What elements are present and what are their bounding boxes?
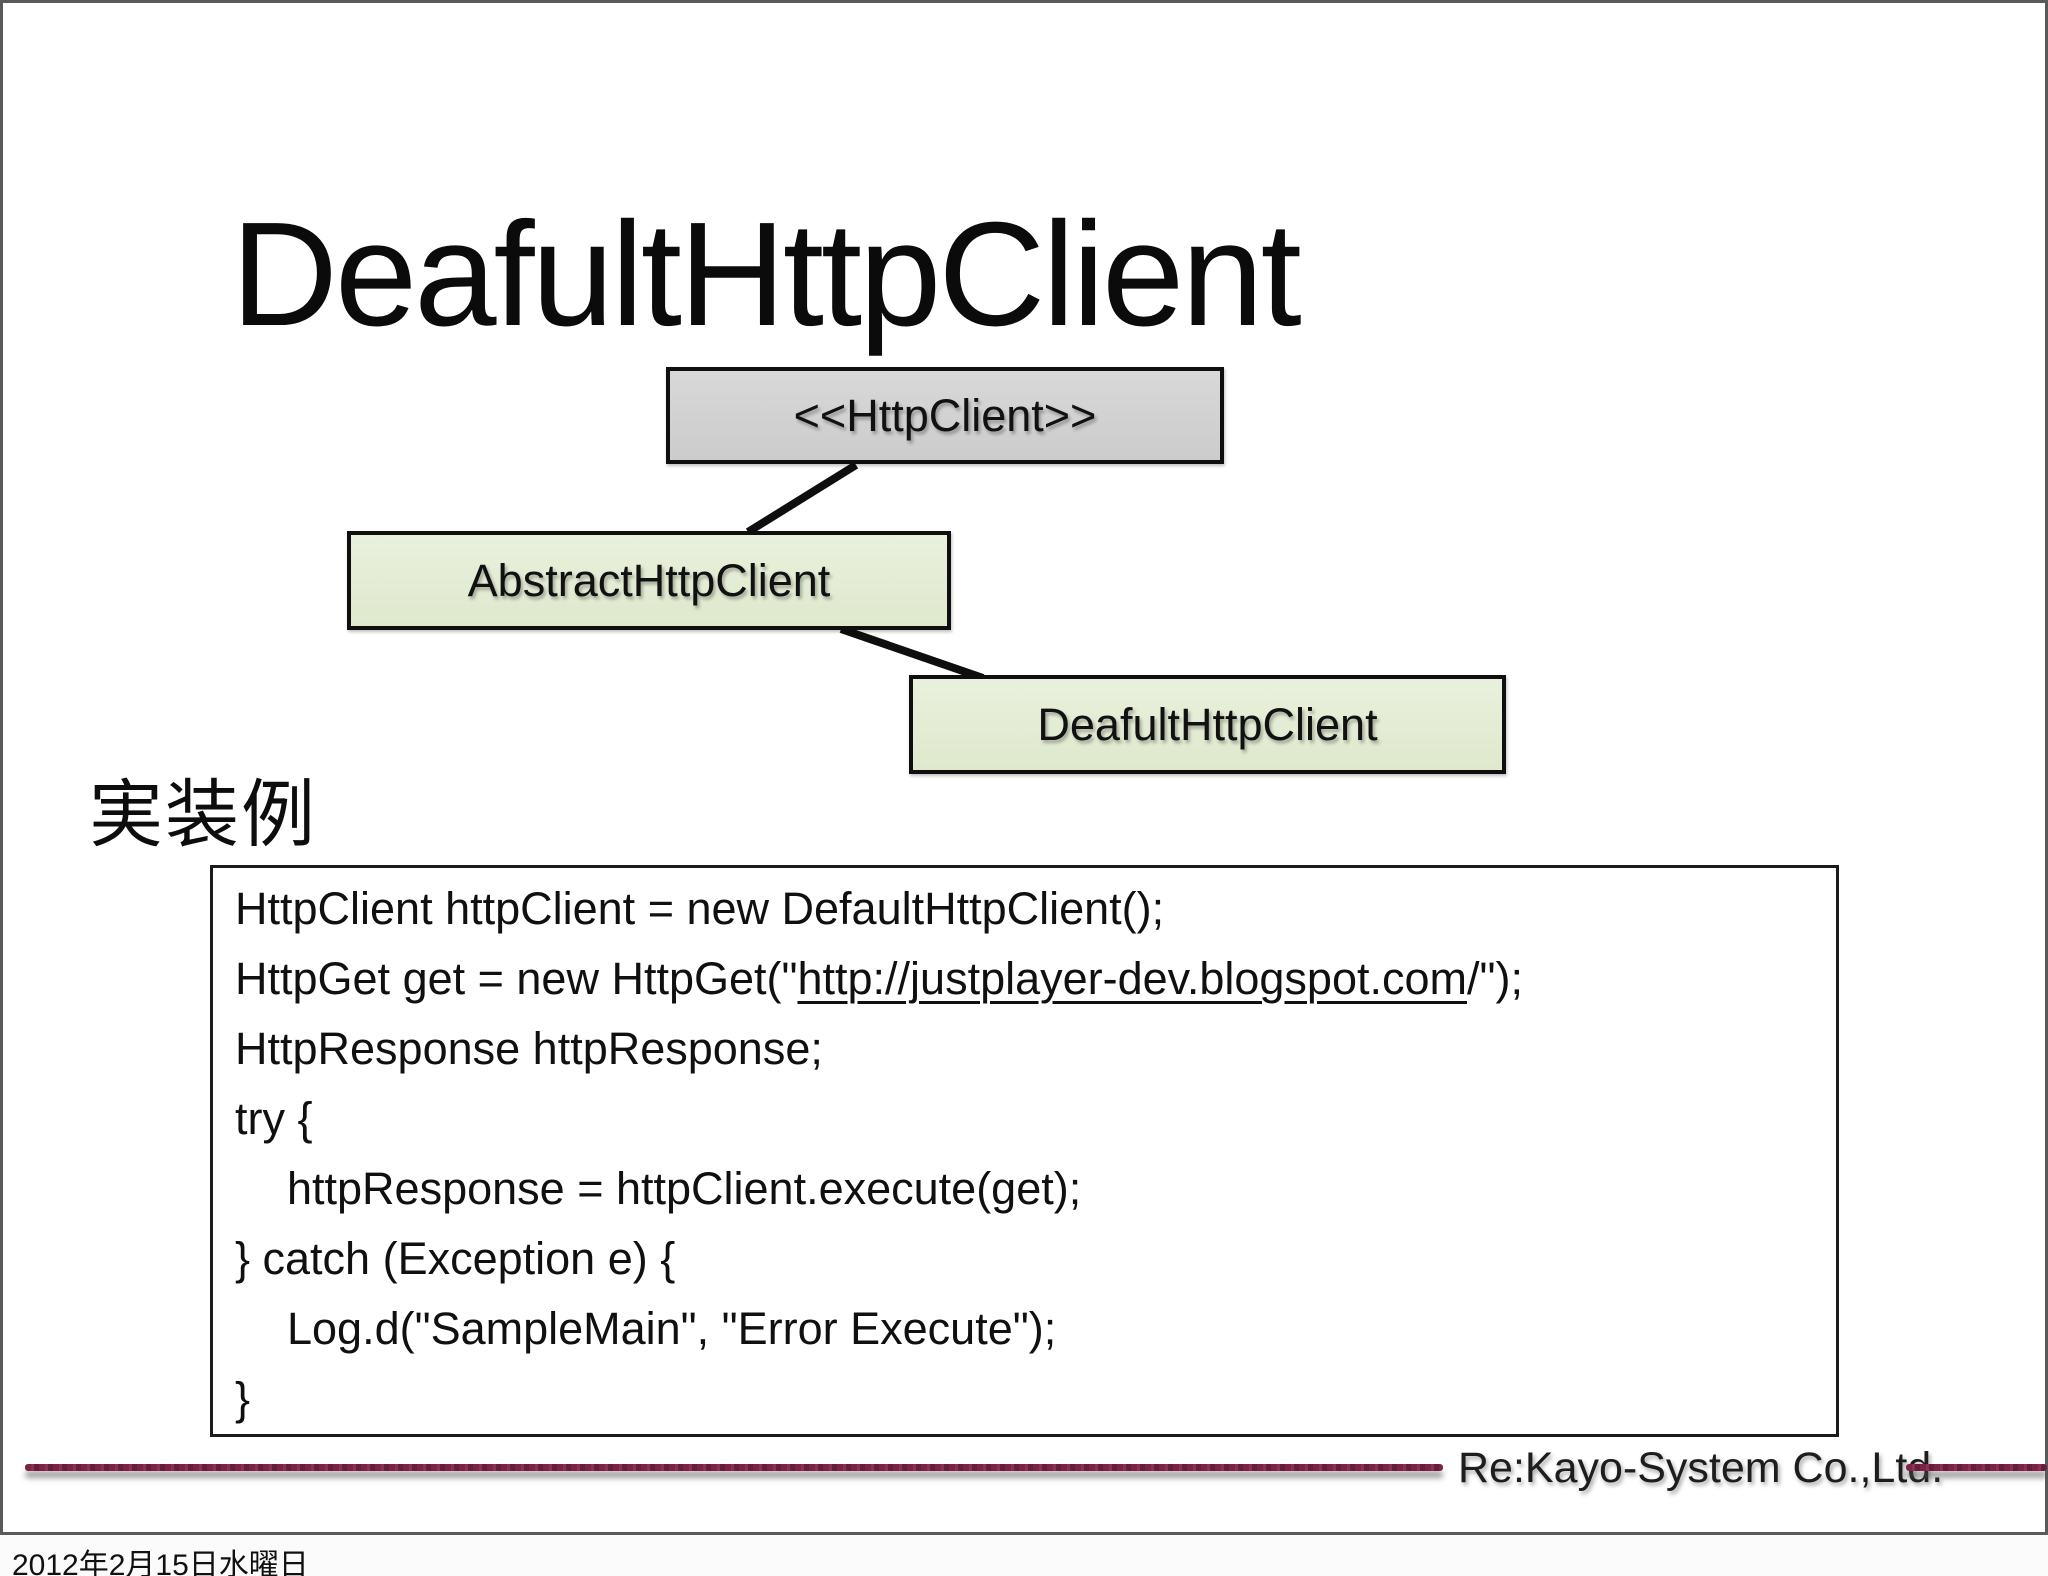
- connector-abstract-to-default: [839, 625, 985, 682]
- footer-decorative-line-left: [25, 1464, 1443, 1471]
- code-text: HttpClient httpClient = new DefaultHttpC…: [235, 883, 1165, 934]
- company-name: Re:Kayo-System Co.,Ltd.: [1458, 1444, 1944, 1492]
- class-box-label: AbstractHttpClient: [467, 554, 831, 606]
- inheritance-connector-lines: [745, 461, 985, 682]
- code-text: Log.d("SampleMain", "Error Execute");: [287, 1303, 1057, 1354]
- class-box-abstracthttpclient: AbstractHttpClient: [347, 531, 951, 630]
- code-text: HttpResponse httpResponse;: [235, 1023, 823, 1074]
- code-line: HttpResponse httpResponse;: [235, 1014, 1836, 1084]
- page-title: DeafultHttpClient: [231, 192, 1302, 358]
- code-line: Log.d("SampleMain", "Error Execute");: [235, 1294, 1836, 1364]
- code-block: HttpClient httpClient = new DefaultHttpC…: [210, 865, 1839, 1437]
- code-line: HttpClient httpClient = new DefaultHttpC…: [235, 874, 1836, 944]
- code-text: HttpGet get = new HttpGet(": [235, 953, 798, 1004]
- code-text: /");: [1467, 953, 1523, 1004]
- code-text: try {: [235, 1093, 313, 1144]
- connector-httpclient-to-abstract: [745, 461, 859, 536]
- class-box-httpclient-interface: <<HttpClient>>: [666, 367, 1224, 464]
- section-heading: 実装例: [89, 773, 317, 856]
- class-box-label: <<HttpClient>>: [793, 389, 1097, 441]
- code-line: }: [235, 1364, 1836, 1434]
- code-line: } catch (Exception e) {: [235, 1224, 1836, 1294]
- code-line: HttpGet get = new HttpGet("http://justpl…: [235, 944, 1836, 1014]
- class-box-deafulthttpclient: DeafultHttpClient: [909, 675, 1506, 774]
- slide: DeafultHttpClient <<HttpClient>> Abstrac…: [0, 0, 2048, 1535]
- status-bar: 2012年2月15日水曜日: [0, 1535, 2048, 1576]
- code-line: httpResponse = httpClient.execute(get);: [235, 1154, 1836, 1224]
- url-link[interactable]: http://justplayer-dev.blogspot.com: [797, 953, 1467, 1004]
- footer-decorative-line-right: [1906, 1464, 2047, 1471]
- code-text: } catch (Exception e) {: [235, 1233, 676, 1284]
- date-label: 2012年2月15日水曜日: [12, 1549, 309, 1576]
- code-text: }: [235, 1373, 251, 1424]
- code-text: httpResponse = httpClient.execute(get);: [287, 1163, 1082, 1214]
- code-line: try {: [235, 1084, 1836, 1154]
- class-box-label: DeafultHttpClient: [1037, 698, 1378, 750]
